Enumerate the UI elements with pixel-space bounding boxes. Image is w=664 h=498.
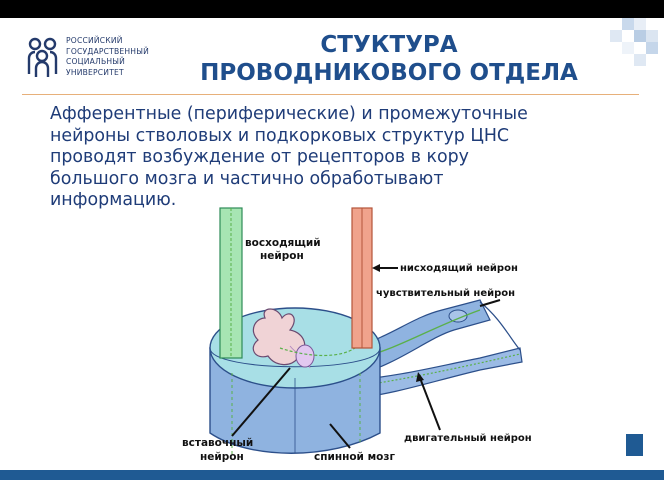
- top-black-bar: [0, 0, 664, 18]
- body-line: информацию.: [50, 190, 177, 210]
- bottom-blue-stripe: [0, 470, 664, 480]
- label-spinal-cord: спинной мозг: [314, 451, 395, 463]
- slide-title: СТУКТУРА ПРОВОДНИКОВОГО ОТДЕЛА: [150, 31, 628, 87]
- university-name-line: ГОСУДАРСТВЕННЫЙ: [66, 46, 149, 56]
- label-descending: нисходящий нейрон: [400, 263, 518, 274]
- body-line: большого мозга и частично обработывают: [50, 168, 444, 189]
- university-name-line: СОЦИАЛЬНЫЙ: [66, 57, 126, 67]
- label-ascending-2: нейрон: [260, 250, 304, 262]
- decorative-squares: [610, 18, 658, 66]
- slide-title-line-2: ПРОВОДНИКОВОГО ОТДЕЛА: [200, 60, 578, 86]
- university-name: РОССИЙСКИЙ ГОСУДАРСТВЕННЫЙ СОЦИАЛЬНЫЙ УН…: [66, 36, 149, 78]
- university-logo-icon: [27, 37, 58, 77]
- label-motor: двигательный нейрон: [404, 433, 532, 444]
- label-interneuron-1: вставочный: [182, 437, 253, 449]
- body-line: проводят возбуждение от рецепторов в кор…: [50, 147, 469, 167]
- label-sensory: чувствительный нейрон: [376, 288, 515, 299]
- label-ascending-1: восходящий: [245, 237, 321, 249]
- slide-corner-marker: [626, 434, 643, 456]
- body-line: Афферентные (периферические) и промежуто…: [50, 104, 528, 124]
- slide-body-text: Афферентные (периферические) и промежуто…: [50, 104, 630, 212]
- spinal-cord-diagram: восходящий нейрон нисходящий нейрон чувс…: [180, 198, 546, 468]
- university-name-line: РОССИЙСКИЙ: [66, 36, 123, 45]
- slide-title-line-1: СТУКТУРА: [320, 32, 458, 58]
- university-name-line: УНИВЕРСИТЕТ: [66, 67, 124, 77]
- body-line: нейроны стволовых и подкорковых структур…: [50, 125, 510, 146]
- title-divider: [22, 94, 639, 95]
- label-interneuron-2: нейрон: [200, 451, 244, 463]
